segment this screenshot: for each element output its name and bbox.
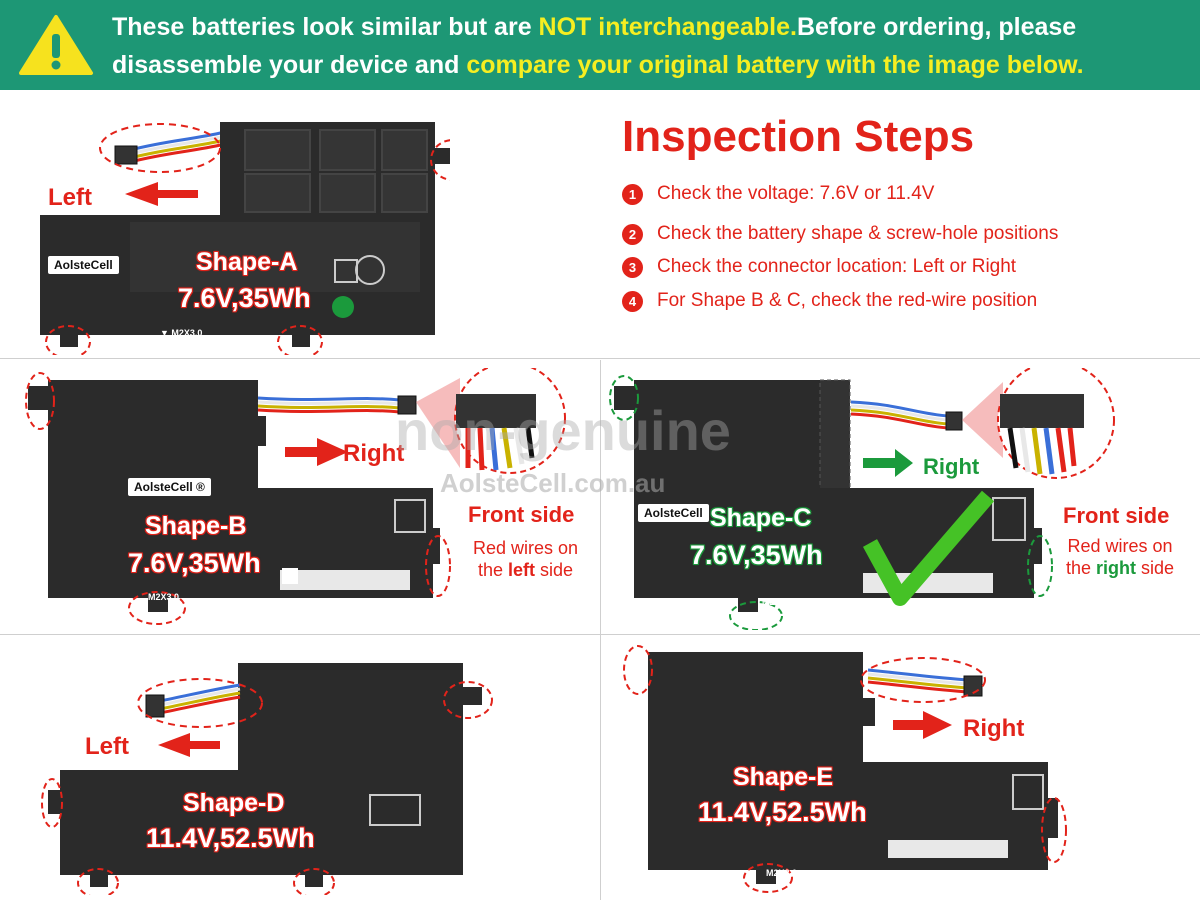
front-side-label-b: Front side — [468, 502, 575, 527]
spec-label-c: 7.6V,35Wh — [690, 540, 823, 570]
shape-label-b: Shape-B — [145, 512, 247, 540]
step-text-2: Check the battery shape & screw-hole pos… — [657, 223, 1059, 244]
red-wires-side-word-b: left — [508, 560, 535, 580]
screw-mark-e: M2X3.0 — [766, 868, 798, 878]
warning-banner: These batteries look similar but are NOT… — [0, 0, 1200, 90]
direction-label-c: Right — [923, 454, 980, 479]
direction-label-b: Right — [343, 440, 405, 467]
step-number-3: 3 — [622, 257, 643, 278]
banner-highlight-1: NOT interchangeable. — [538, 13, 797, 41]
step-4: 4 For Shape B & C, check the red-wire po… — [622, 287, 1182, 317]
red-wires-side-word-c: right — [1096, 558, 1136, 578]
watermark-domain: AolsteCell.com.au — [440, 468, 666, 498]
direction-label-a: Left — [48, 184, 92, 211]
banner-line-1: These batteries look similar but are NOT… — [112, 8, 1192, 46]
red-wires-line-b: Red wires on — [472, 538, 579, 558]
shape-label-c: Shape-C — [710, 504, 812, 532]
red-wires-note-c: Red wires on the right side — [1055, 535, 1185, 579]
battery-shape-a — [30, 110, 450, 355]
banner-highlight-2: compare your original battery with the i… — [466, 51, 1084, 79]
brand-label-b: AolsteCell ® — [128, 478, 211, 496]
step-number-2: 2 — [622, 224, 643, 245]
step-number-4: 4 — [622, 291, 643, 312]
shape-label-e: Shape-E — [733, 763, 834, 791]
direction-label-e: Right — [963, 715, 1025, 742]
front-side-label-c: Front side — [1063, 503, 1170, 528]
brand-label-c: AolsteCell — [638, 504, 709, 522]
divider-top — [0, 358, 1200, 359]
banner-text-4: disassemble your device and — [112, 51, 467, 79]
inspection-title: Inspection Steps — [622, 112, 975, 161]
screw-mark-a: ▼ M2X3.0 — [160, 328, 203, 338]
red-wires-the-c: the — [1065, 558, 1096, 578]
red-wires-the-b: the — [477, 560, 508, 580]
spec-label-a: 7.6V,35Wh — [178, 283, 311, 313]
divider-vertical — [600, 360, 601, 900]
battery-shape-b — [20, 368, 600, 630]
red-wires-side-c: the right side — [1055, 557, 1185, 579]
spec-label-b: 7.6V,35Wh — [128, 548, 261, 578]
step-1: 1 Check the voltage: 7.6V or 11.4V — [622, 180, 1182, 210]
screw-mark-b: M2X3.0 — [148, 592, 180, 602]
warning-triangle-icon — [19, 15, 93, 75]
battery-shape-e — [618, 640, 1078, 895]
step-3: 3 Check the connector location: Left or … — [622, 253, 1182, 283]
shape-label-a: Shape-A — [196, 248, 298, 276]
step-text-4: For Shape B & C, check the red-wire posi… — [657, 290, 1038, 311]
red-wires-line-c: Red wires on — [1067, 536, 1173, 556]
banner-text-3: Before ordering, please — [796, 13, 1077, 41]
step-text-1: Check the voltage: 7.6V or 11.4V — [657, 183, 935, 204]
banner-text: These batteries look similar but are NOT… — [112, 8, 1192, 84]
red-wires-side-b: the left side — [463, 559, 588, 581]
watermark-text: non-genuine — [395, 399, 731, 462]
direction-label-d: Left — [85, 733, 129, 760]
spec-label-d: 11.4V,52.5Wh — [146, 823, 315, 853]
brand-label-a: AolsteCell — [48, 256, 119, 274]
spec-label-e: 11.4V,52.5Wh — [698, 797, 867, 827]
battery-shape-d — [40, 655, 500, 895]
step-number-1: 1 — [622, 184, 643, 205]
step-2: 2 Check the battery shape & screw-hole p… — [622, 220, 1182, 250]
red-wires-end-b: side — [535, 560, 574, 580]
red-wires-end-c: side — [1136, 558, 1175, 578]
shape-label-d: Shape-D — [183, 789, 285, 817]
banner-line-2: disassemble your device and compare your… — [112, 46, 1192, 84]
banner-text-1: These batteries look similar but are — [112, 13, 539, 41]
red-wires-note-b: Red wires on the left side — [463, 537, 588, 581]
step-text-3: Check the connector location: Left or Ri… — [657, 256, 1017, 277]
screw-mark-c: M2X3.0 — [762, 597, 794, 607]
